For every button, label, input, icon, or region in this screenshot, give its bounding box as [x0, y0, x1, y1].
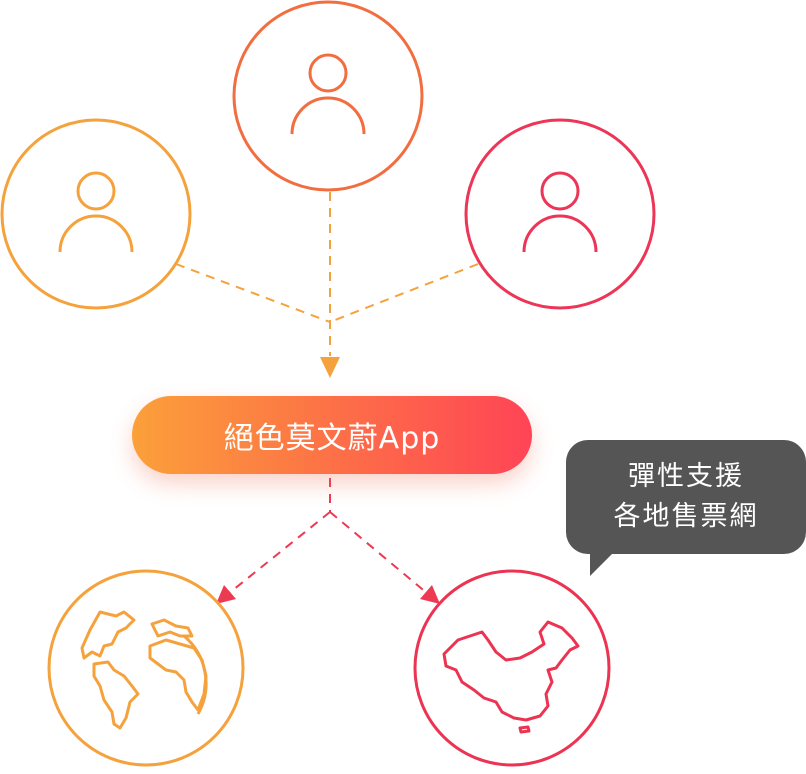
- app-node: 絕色莫文蔚App: [132, 396, 532, 474]
- callout-bubble: 彈性支援 各地售票網: [566, 440, 806, 554]
- connector-left-user: [175, 263, 331, 323]
- arrow-to-china: [420, 585, 440, 604]
- map-connectors: [227, 478, 429, 595]
- user-top-node: [232, 0, 424, 192]
- china-node: [413, 569, 611, 767]
- user-icon: [522, 171, 598, 253]
- callout-tail: [590, 550, 616, 576]
- connector-to-china: [329, 511, 429, 595]
- connector-to-world: [227, 511, 331, 595]
- connector-right-user: [329, 263, 479, 323]
- user-left-node: [0, 118, 192, 310]
- arrow-to-world: [216, 585, 236, 604]
- callout-line-1: 彈性支援: [628, 461, 744, 492]
- callout-line-2: 各地售票網: [613, 501, 759, 532]
- china-map-icon: [442, 620, 580, 734]
- user-connectors: [175, 192, 479, 356]
- user-right-node: [464, 118, 656, 310]
- arrow-down-to-app: [320, 357, 340, 378]
- user-icon: [58, 171, 134, 253]
- world-node: [47, 569, 245, 767]
- app-label: 絕色莫文蔚App: [223, 421, 441, 456]
- user-icon: [290, 53, 366, 135]
- world-map-icon: [80, 610, 208, 730]
